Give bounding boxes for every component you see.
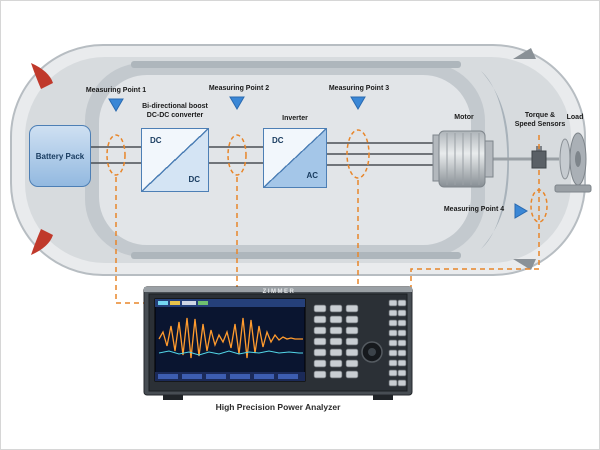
measuring-point-3-triangle-icon: [350, 96, 366, 110]
motor-graphic: [432, 130, 494, 188]
label-sensor-line1: Torque &: [524, 112, 556, 119]
label-sensor-line2: Speed Sensors: [514, 120, 566, 128]
label-torque-speed-sensors: Torque & Speed Sensors: [509, 112, 571, 130]
label-measuring-point-3: Measuring Point 3: [328, 85, 390, 92]
power-analyzer: [143, 286, 413, 400]
label-motor: Motor: [454, 114, 474, 121]
wiring-lines: [91, 142, 439, 166]
mirror-bottom: [513, 259, 536, 270]
inverter-ac-label: AC: [306, 171, 318, 180]
connector-line-1: [115, 177, 144, 304]
inverter-dc-label: DC: [272, 136, 284, 145]
label-converter: Bi-directional boost DC-DC converter: [129, 103, 221, 121]
label-converter-line2: DC-DC converter: [146, 111, 204, 119]
converter-dc-out-label: DC: [188, 175, 200, 184]
mirror-top: [513, 48, 536, 59]
measuring-point-2-triangle-icon: [229, 96, 245, 110]
load-graphic: [554, 132, 592, 193]
dc-dc-converter-box: DC DC: [141, 128, 209, 192]
connector-line-4: [410, 170, 540, 287]
analyzer-brand-logo: ZIMMER: [262, 289, 296, 295]
analyzer-caption: High Precision Power Analyzer: [215, 402, 341, 412]
label-measuring-point-1: Measuring Point 1: [85, 87, 147, 94]
label-inverter: Inverter: [282, 115, 308, 122]
battery-pack-box: Battery Pack: [29, 125, 91, 187]
rotary-knob-icon: [361, 341, 383, 363]
measuring-point-1-triangle-icon: [108, 98, 124, 112]
battery-pack-label: Battery Pack: [35, 151, 85, 161]
taillight-left-top: [31, 63, 53, 89]
waveform-trace-cyan: [158, 350, 303, 356]
waveform-trace-orange: [158, 317, 303, 359]
probe-ellipse-1: [106, 134, 126, 176]
label-converter-line1: Bi-directional boost: [142, 103, 208, 110]
inverter-box: DC AC: [263, 128, 327, 188]
probe-ellipse-2: [227, 134, 247, 176]
measuring-point-4-triangle-icon: [514, 203, 528, 219]
converter-dc-in-label: DC: [150, 136, 162, 145]
taillight-left-bottom: [31, 229, 53, 255]
label-measuring-point-4: Measuring Point 4: [443, 206, 505, 213]
label-load: Load: [566, 114, 584, 121]
probe-ellipse-3: [346, 129, 370, 179]
label-measuring-point-2: Measuring Point 2: [208, 85, 270, 92]
analyzer-button-grid: [313, 304, 359, 379]
analyzer-screen: [154, 298, 306, 382]
